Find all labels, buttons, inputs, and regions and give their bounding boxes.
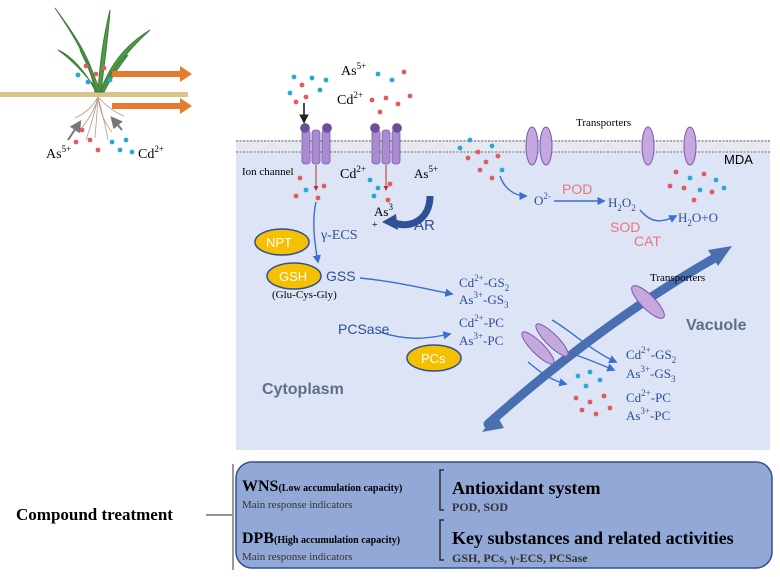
npt-ellipse xyxy=(254,228,310,256)
svg-text:Antioxidant system: Antioxidant system xyxy=(452,478,601,498)
svg-text:WNS(Low accumulation capacity): WNS(Low accumulation capacity) xyxy=(242,478,402,495)
svg-text:GSH, PCs, γ-ECS, PCSase: GSH, PCs, γ-ECS, PCSase xyxy=(452,551,588,565)
svg-text:H2O2: H2O2 xyxy=(608,195,636,213)
svg-text:PCSase: PCSase xyxy=(338,321,390,337)
svg-text:(Glu-Cys-Gly): (Glu-Cys-Gly) xyxy=(272,289,337,301)
plant-roots xyxy=(74,96,125,141)
svg-text:AR: AR xyxy=(414,217,435,234)
svg-text:Cd2+: Cd2+ xyxy=(138,144,164,162)
root-arrow-left xyxy=(67,120,82,141)
compound-treatment-label: Compound treatment xyxy=(16,505,173,524)
svg-text:As5+: As5+ xyxy=(414,164,438,181)
svg-text:As3+-PC: As3+-PC xyxy=(626,406,670,423)
svg-text:Vacuole: Vacuole xyxy=(686,317,747,334)
svg-text:Cd2+-PC: Cd2+-PC xyxy=(459,313,504,330)
svg-text:H2O+O: H2O+O xyxy=(678,210,718,228)
plant-leaves xyxy=(54,7,151,93)
plant-illustration: As5+ Cd2+ xyxy=(0,7,192,162)
summary-section: Compound treatment WNS(Low accumulation … xyxy=(16,461,773,570)
svg-text:As3+-GS3: As3+-GS3 xyxy=(459,290,509,310)
svg-text:As3+-GS3: As3+-GS3 xyxy=(626,364,676,384)
svg-text:POD: POD xyxy=(562,181,592,197)
svg-text:As3: As3 xyxy=(374,202,393,219)
cell-labels: As5+ Cd2+ Transporters MDA Ion channel C… xyxy=(242,61,753,423)
svg-text:NPT: NPT xyxy=(266,235,292,250)
soil-line xyxy=(0,92,188,97)
svg-text:DPB(High accumulation capacity: DPB(High accumulation capacity) xyxy=(242,530,400,547)
inner-ions xyxy=(293,137,727,203)
svg-text:Transporters: Transporters xyxy=(650,272,705,284)
svg-text:POD, SOD: POD, SOD xyxy=(452,500,508,514)
pcs-ellipse xyxy=(406,344,462,372)
svg-text:As5+: As5+ xyxy=(341,61,366,79)
svg-text:GSS: GSS xyxy=(326,268,356,284)
top-ions xyxy=(287,69,413,115)
svg-text:GSH: GSH xyxy=(279,269,307,284)
svg-text:O2-: O2- xyxy=(534,191,551,208)
svg-text:Cd2+-GS2: Cd2+-GS2 xyxy=(626,345,676,365)
svg-text:+: + xyxy=(372,220,378,231)
svg-text:CAT: CAT xyxy=(634,233,661,249)
root-arrow-right xyxy=(110,116,123,131)
gsh-ellipse xyxy=(266,262,322,290)
vacuole-ions xyxy=(573,369,613,417)
membrane-transporters xyxy=(525,126,697,166)
summary-box xyxy=(235,461,773,569)
svg-text:γ-ECS: γ-ECS xyxy=(320,228,358,243)
ion-channel-right xyxy=(370,123,402,165)
svg-text:Key substances and related act: Key substances and related activities xyxy=(452,528,734,548)
svg-text:Transporters: Transporters xyxy=(576,117,631,129)
svg-text:Cd2+-GS2: Cd2+-GS2 xyxy=(459,273,509,293)
svg-text:Cd2+: Cd2+ xyxy=(340,164,366,182)
svg-text:As5+: As5+ xyxy=(46,144,71,162)
svg-text:Cd2+: Cd2+ xyxy=(337,90,363,108)
ion-channel-left xyxy=(300,123,332,165)
svg-text:Cytoplasm: Cytoplasm xyxy=(262,381,344,398)
svg-text:Ion channel: Ion channel xyxy=(242,166,294,178)
vacuole-membrane xyxy=(483,250,725,429)
svg-text:Main response indicators: Main response indicators xyxy=(242,499,353,511)
svg-text:Cd2+-PC: Cd2+-PC xyxy=(626,388,671,405)
orange-arrows xyxy=(112,66,192,114)
svg-text:SOD: SOD xyxy=(610,219,640,235)
svg-text:As3+-PC: As3+-PC xyxy=(459,331,503,348)
svg-text:MDA: MDA xyxy=(724,152,753,167)
pathway-arrows xyxy=(312,175,678,387)
svg-text:Main response indicators: Main response indicators xyxy=(242,551,353,563)
cell-cytoplasm-area xyxy=(236,148,770,450)
vacuole-transporters xyxy=(521,285,665,365)
svg-text:PCs: PCs xyxy=(421,351,446,366)
